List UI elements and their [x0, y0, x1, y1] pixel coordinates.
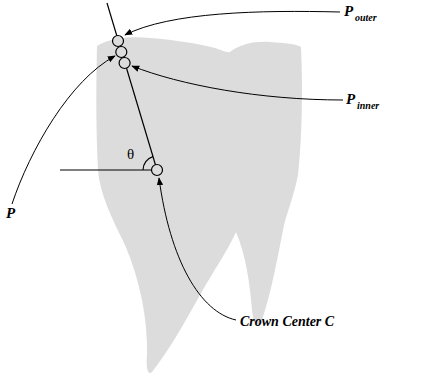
point-p: [116, 47, 127, 58]
leader-outer: [125, 11, 340, 35]
leader-p: [12, 56, 115, 204]
leader-inner: [132, 66, 343, 100]
point-inner: [119, 58, 130, 69]
crown-center: [152, 165, 163, 176]
point-label: P: [6, 206, 15, 221]
point-label: P: [346, 92, 355, 107]
point-outer: [113, 36, 124, 47]
point-subscript: inner: [357, 101, 379, 111]
horizontal-reference: [60, 169, 151, 170]
leader-center: [159, 178, 236, 320]
angle-label: θ: [127, 147, 134, 162]
radial-line: [107, 3, 157, 170]
point-label: P: [344, 4, 353, 19]
point-subscript: outer: [355, 13, 377, 23]
center-label: Crown Center C: [240, 315, 334, 329]
